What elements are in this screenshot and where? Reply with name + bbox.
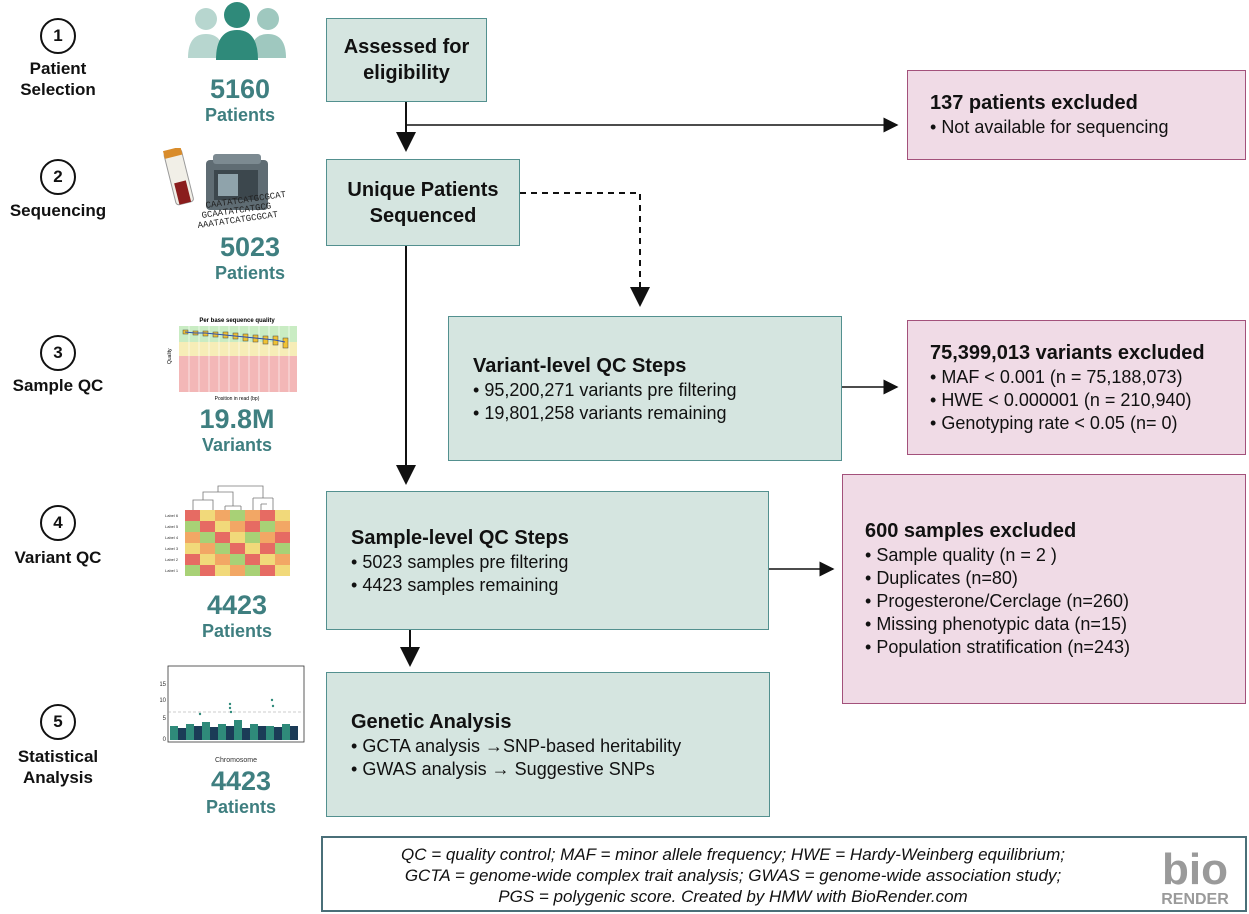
genetic-analysis-item: GWAS analysis → Suggestive SNPs [351,758,745,781]
step-3-label: Sample QC [12,376,104,395]
abbreviations-footnote: QC = quality control; MAF = minor allele… [321,836,1247,912]
step-2-label: Sequencing [9,201,107,220]
heatmap-cells [185,510,290,576]
svg-text:Label 4: Label 4 [165,535,179,540]
patients-icon [188,2,286,60]
box-variant-level-qc: Variant-level QC Steps 95,200,271 varian… [448,316,842,461]
samples-excluded-title: 600 samples excluded [865,520,1077,542]
dashed-arrow-to-variant-qc [520,192,650,307]
svg-text:bio: bio [1162,845,1228,894]
box-genetic-analysis: Genetic Analysis GCTA analysis →SNP-base… [326,672,770,817]
svg-text:Chromosome: Chromosome [215,757,257,764]
svg-text:Label 1: Label 1 [165,568,179,573]
svg-text:5: 5 [163,716,167,722]
step-2-number: 2 [40,159,76,195]
genetic-analysis-title: Genetic Analysis [351,710,512,733]
svg-text:RENDER: RENDER [1161,891,1229,908]
svg-text:Per base sequence quality: Per base sequence quality [199,318,275,324]
step-5-number: 5 [40,704,76,740]
step-3-number: 3 [40,335,76,371]
variants-excluded-title: 75,399,013 variants excluded [930,341,1205,364]
footnote-line: GCTA = genome-wide complex trait analysi… [404,866,1062,885]
samples-excluded-item: Sample quality (n = 2 ) [865,544,1223,567]
svg-text:10: 10 [160,698,167,704]
samples-excluded-item: Population stratification (n=243) [865,636,1223,659]
footnote-line: QC = quality control; MAF = minor allele… [400,845,1066,864]
svg-text:Label 3: Label 3 [165,546,179,551]
svg-text:Label 6: Label 6 [165,513,179,518]
box-sample-level-qc: Sample-level QC Steps 5023 samples pre f… [326,491,769,630]
patients-excluded-title: 137 patients excluded [930,92,1138,114]
box-samples-excluded: 600 samples excluded Sample quality (n =… [842,474,1246,704]
svg-text:Position in read (bp): Position in read (bp) [215,396,260,402]
step-1-number: 1 [40,18,76,54]
sample-qc-item: 4423 samples remaining [351,574,744,597]
biorender-logo: bio RENDER [1161,845,1229,908]
genetic-analysis-item: GCTA analysis →SNP-based heritability [351,735,745,758]
svg-text:15: 15 [160,682,167,688]
step-4-number: 4 [40,505,76,541]
sample-qc-item: 5023 samples pre filtering [351,551,744,574]
svg-text:Label 2: Label 2 [165,557,179,562]
samples-excluded-item: Duplicates (n=80) [865,567,1223,590]
svg-text:0: 0 [163,737,167,743]
sample-qc-title: Sample-level QC Steps [351,526,569,549]
step-4-label: Variant QC [14,548,102,567]
footnote-line: PGS = polygenic score. Created by HMW wi… [498,887,968,906]
box-patients-excluded: 137 patients excluded Not available for … [907,70,1246,160]
manhattan-plot: 15 10 5 0 Chromosome [160,665,305,764]
samples-excluded-item: Missing phenotypic data (n=15) [865,613,1223,636]
svg-text:Label 5: Label 5 [165,524,179,529]
variant-qc-item: 95,200,271 variants pre filtering [473,379,817,402]
variants-excluded-item: MAF < 0.001 (n = 75,188,073) [930,366,1223,389]
sequence-quality-plot: Per base sequence quality Quality Positi… [167,318,297,402]
samples-excluded-item: Progesterone/Cerclage (n=260) [865,590,1223,613]
patients-excluded-item: Not available for sequencing [930,116,1223,139]
variants-excluded-item: Genotyping rate < 0.05 (n= 0) [930,412,1223,435]
clustering-heatmap: Label 6 Label 5 Label 4 Label 3 Label 2 … [165,485,290,576]
variant-qc-title: Variant-level QC Steps [473,354,687,377]
svg-text:Quality: Quality [167,348,173,364]
variant-qc-item: 19,801,258 variants remaining [473,402,817,425]
box-variants-excluded: 75,399,013 variants excluded MAF < 0.001… [907,320,1246,455]
variants-excluded-item: HWE < 0.000001 (n = 210,940) [930,389,1223,412]
sequencer-icon: CAATATCATGCGCAT GCAATATCATGCG AAATATCATG… [163,148,287,231]
